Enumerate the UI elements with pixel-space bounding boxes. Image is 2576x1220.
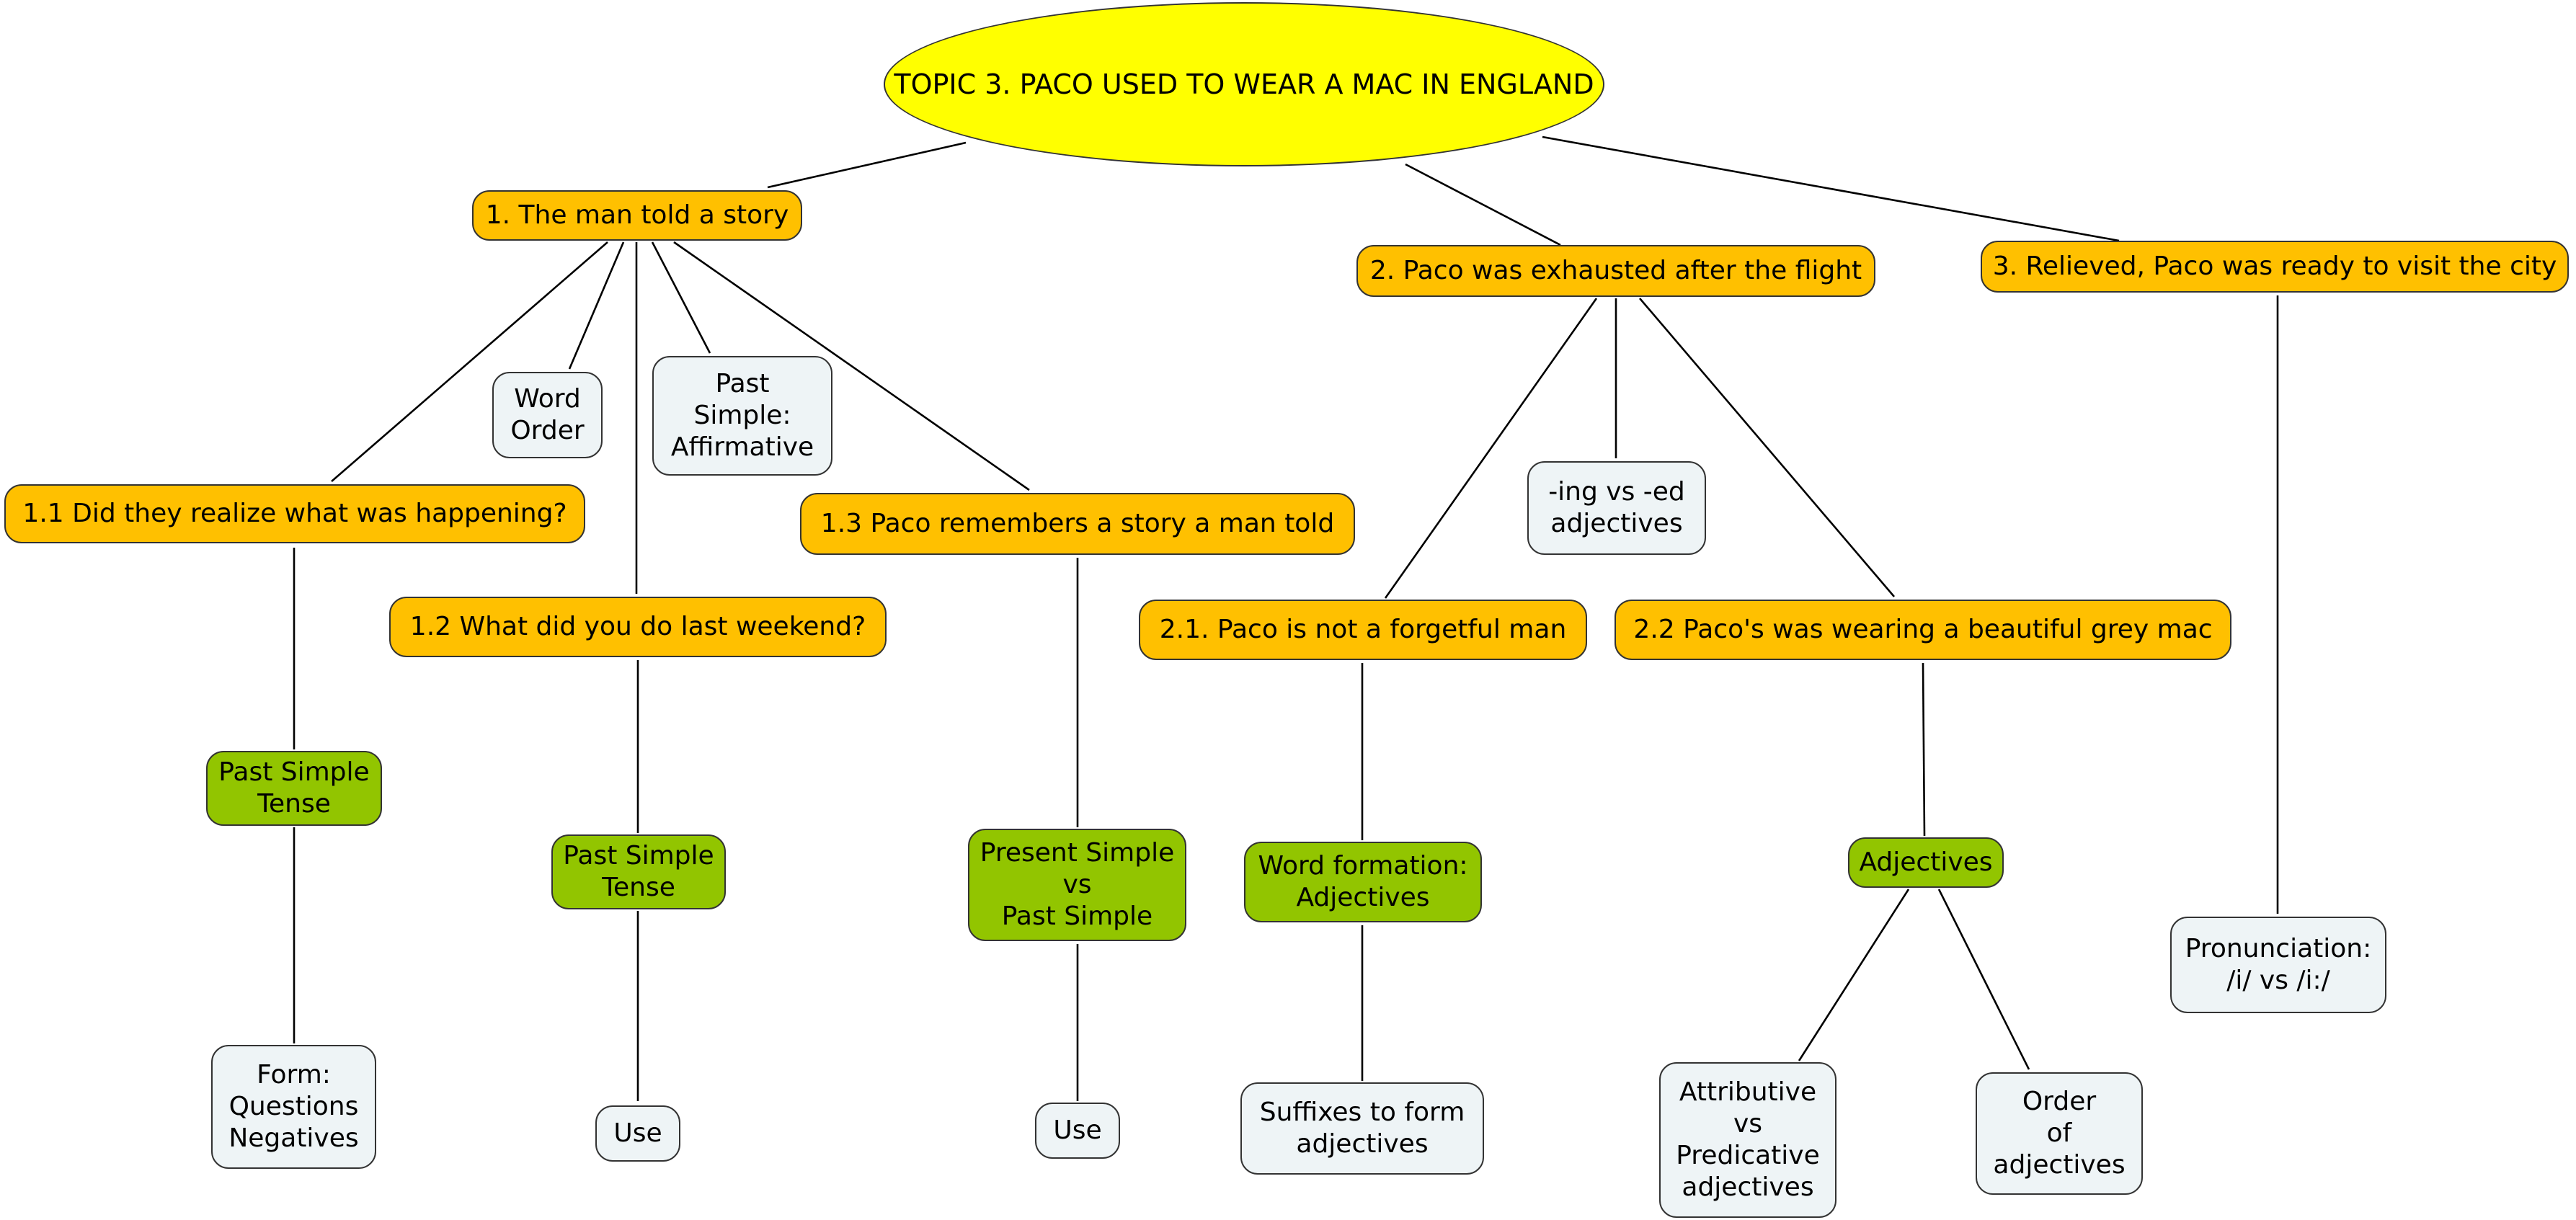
- connector-line: [651, 241, 711, 354]
- topic-1-node: 1. The man told a story: [472, 190, 802, 241]
- topic-2-node: 2. Paco was exhausted after the flight: [1356, 245, 1875, 297]
- present-vs-past-simple-node: Present Simple vs Past Simple: [968, 829, 1186, 941]
- use-node: Use: [1035, 1103, 1120, 1159]
- use-node: Use: [595, 1105, 680, 1162]
- connector-line: [331, 241, 608, 482]
- root-topic: TOPIC 3. PACO USED TO WEAR A MAC IN ENGL…: [884, 2, 1604, 166]
- past-simple-tense-node: Past Simple Tense: [551, 834, 726, 909]
- topic-2-2-node: 2.2 Paco's was wearing a beautiful grey …: [1615, 600, 2231, 660]
- suffixes-node: Suffixes to form adjectives: [1240, 1082, 1484, 1175]
- connector-line: [1922, 662, 1926, 837]
- attributive-predicative-node: Attributive vs Predicative adjectives: [1659, 1062, 1836, 1218]
- connector-line: [1405, 163, 1561, 246]
- connector-line: [1384, 298, 1598, 599]
- connector-line: [767, 141, 967, 189]
- topic-1-3-node: 1.3 Paco remembers a story a man told: [800, 493, 1355, 555]
- connector-line: [1798, 889, 1910, 1061]
- connector-line: [1542, 135, 2120, 242]
- ing-vs-ed-adjectives-node: -ing vs -ed adjectives: [1527, 461, 1706, 555]
- order-of-adjectives-node: Order of adjectives: [1976, 1072, 2143, 1195]
- connector-line: [673, 241, 1030, 491]
- adjectives-node: Adjectives: [1848, 837, 2004, 888]
- pronunciation-node: Pronunciation: /i/ vs /i:/: [2170, 917, 2386, 1013]
- connector-line: [1639, 298, 1895, 597]
- past-simple-affirmative-node: Past Simple: Affirmative: [652, 356, 832, 476]
- topic-1-2-node: 1.2 What did you do last weekend?: [389, 597, 887, 657]
- connector-line: [568, 241, 625, 370]
- connector-line: [1937, 889, 2030, 1070]
- topic-3-node: 3. Relieved, Paco was ready to visit the…: [1981, 241, 2569, 293]
- word-formation-adjectives-node: Word formation: Adjectives: [1244, 842, 1482, 922]
- form-questions-negatives-node: Form: Questions Negatives: [211, 1045, 376, 1169]
- word-order-node: Word Order: [492, 372, 603, 458]
- topic-2-1-node: 2.1. Paco is not a forgetful man: [1139, 600, 1587, 660]
- topic-1-1-node: 1.1 Did they realize what was happening?: [4, 484, 585, 543]
- past-simple-tense-node: Past Simple Tense: [206, 751, 382, 826]
